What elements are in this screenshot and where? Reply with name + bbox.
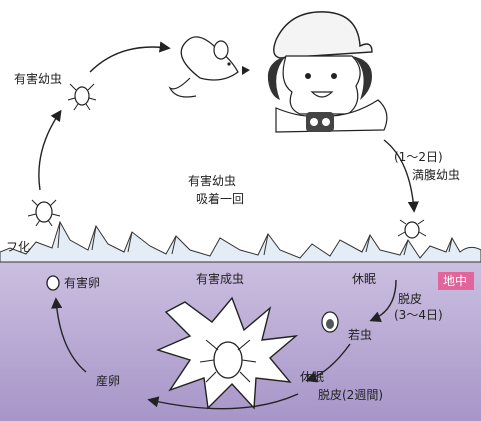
arrow-molt-to-laying xyxy=(147,393,299,410)
label-harmful-adult: 有害成虫 xyxy=(196,272,245,286)
label-dormancy-1: 休眠 xyxy=(352,272,377,286)
larva-icon-top xyxy=(67,83,97,111)
label-duration-1-2: (1〜2日) xyxy=(394,150,443,164)
egg-icon xyxy=(46,275,60,291)
arrow-person-to-engorged xyxy=(383,139,419,213)
nymph-icon xyxy=(321,311,339,333)
arrow-nymph-to-adult xyxy=(305,343,351,383)
label-duration-3-4: (3〜4日) xyxy=(394,308,443,322)
label-attach-once: 吸着一回 xyxy=(196,192,245,206)
label-nymph: 若虫 xyxy=(348,328,373,342)
label-molt-2: 脱皮(2週間) xyxy=(318,388,383,402)
underground-badge xyxy=(438,272,474,290)
arrow-dormancy-to-nymph xyxy=(369,279,397,322)
arrow-laying-to-egg xyxy=(51,297,87,373)
child-observer-icon xyxy=(267,11,388,133)
arrow-larva-to-mouse xyxy=(89,41,171,73)
label-harmful-egg: 有害卵 xyxy=(64,276,101,290)
label-hatching: フ化 xyxy=(6,240,31,254)
grass-band xyxy=(0,220,481,263)
arrow-hatch-to-larva xyxy=(38,109,62,191)
label-dormancy-2: 休眠 xyxy=(300,370,325,384)
label-engorged-larva: 満腹幼虫 xyxy=(412,168,461,182)
cycle-arrows xyxy=(38,41,419,410)
mouse-icon xyxy=(168,36,250,98)
label-molt-1: 脱皮 xyxy=(398,292,423,306)
label-harmful-larva: 有害幼虫 xyxy=(14,72,63,86)
engorged-larva-icon xyxy=(397,219,427,239)
adult-tick-starburst xyxy=(156,296,299,410)
label-underground: 地中 xyxy=(443,274,468,288)
label-egg-laying: 産卵 xyxy=(96,374,121,388)
label-harmful-larva-center: 有害幼虫 xyxy=(188,174,237,188)
larva-icon-left xyxy=(27,199,61,227)
